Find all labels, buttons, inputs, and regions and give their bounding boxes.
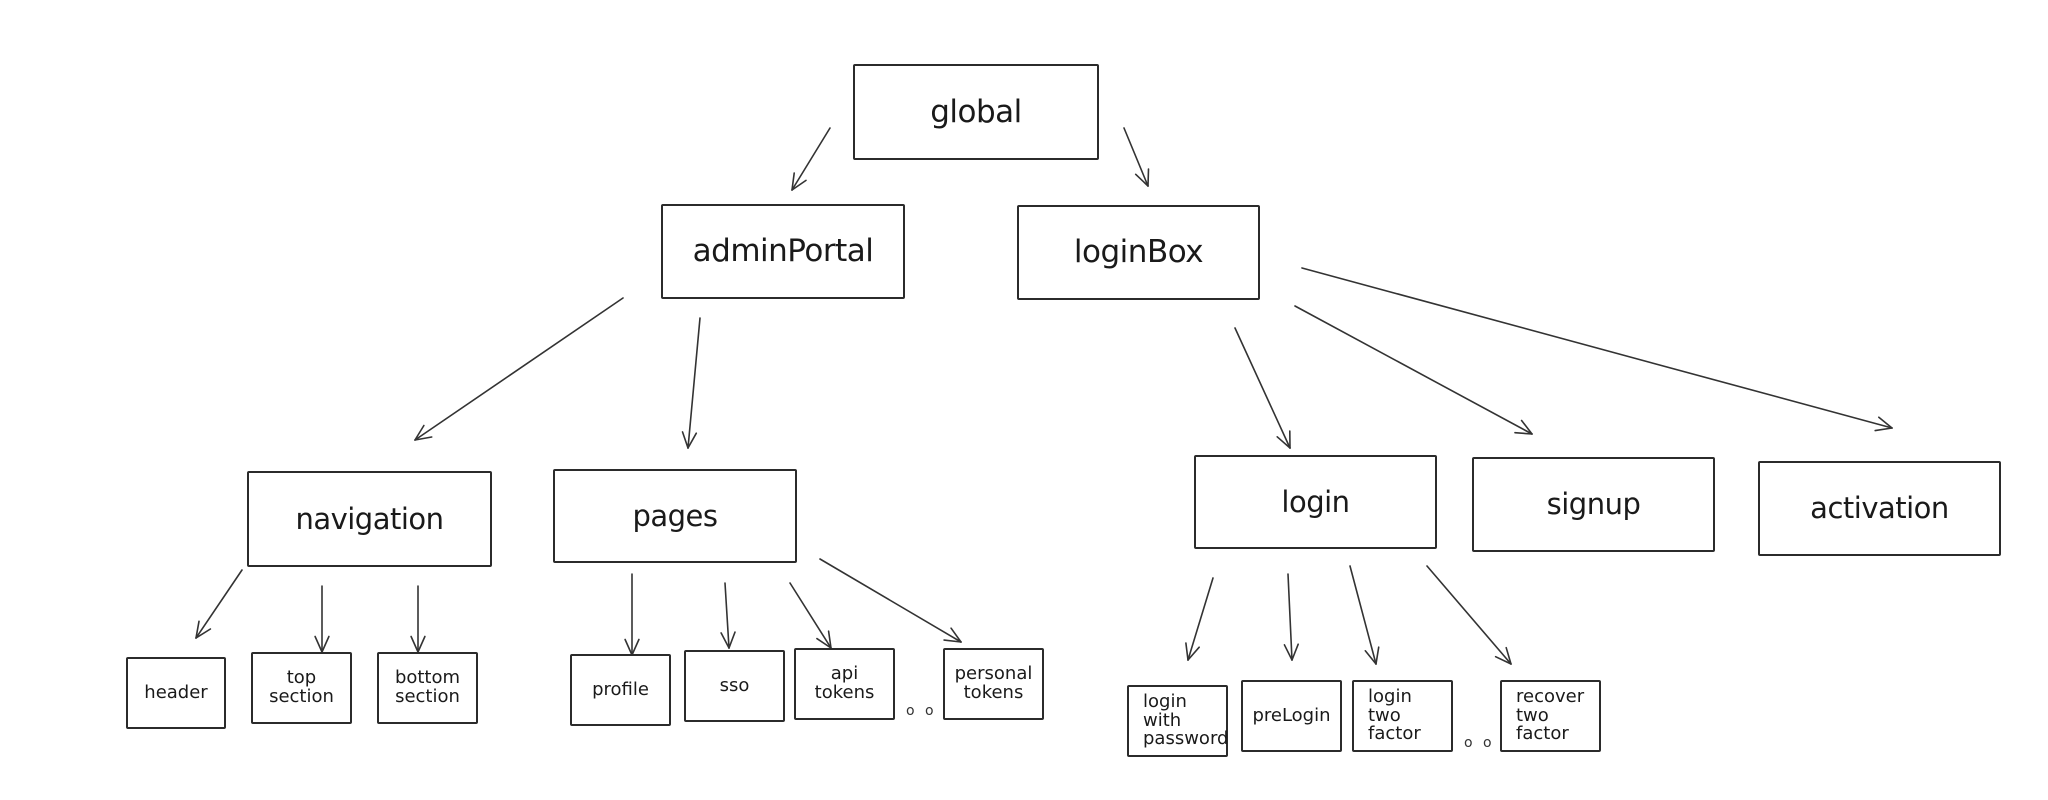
node-pages-label: pages	[632, 498, 718, 533]
node-topSection-label: top section	[269, 667, 334, 707]
node-global: global	[853, 64, 1099, 160]
node-signup: signup	[1472, 457, 1715, 552]
node-signup-label: signup	[1546, 487, 1641, 522]
node-activation: activation	[1758, 461, 2001, 556]
node-sso-label: sso	[719, 674, 750, 696]
node-loginTwoFactor-label: login two factor	[1368, 685, 1421, 745]
node-loginWithPassword: login with password	[1127, 685, 1228, 757]
arrow-login-to-preLogin	[1283, 573, 1299, 661]
arrow-adminPortal-to-pages	[681, 317, 701, 449]
node-loginBox: loginBox	[1017, 205, 1260, 300]
node-navigation-label: navigation	[295, 501, 444, 536]
arrow-login-to-recoverTwoFactor	[1426, 565, 1512, 665]
login-ellipsis: o o	[1464, 735, 1495, 751]
arrow-login-to-loginTwoFactor	[1349, 565, 1380, 665]
node-sso: sso	[684, 650, 785, 722]
node-personalTokens-label: personal tokens	[954, 663, 1033, 703]
node-recoverTwoFactor-label: recover two factor	[1516, 685, 1585, 745]
node-login-label: login	[1281, 484, 1350, 519]
arrow-loginBox-to-signup	[1294, 305, 1533, 435]
node-apiTokens: api tokens	[794, 648, 895, 720]
arrow-navigation-to-header	[195, 569, 243, 639]
node-activation-label: activation	[1810, 491, 1949, 526]
node-login: login	[1194, 455, 1437, 549]
arrow-adminPortal-to-navigation	[414, 297, 624, 441]
node-preLogin: preLogin	[1241, 680, 1342, 752]
arrow-navigation-to-bottomSection	[410, 585, 426, 653]
node-bottomSection: bottom section	[377, 652, 478, 724]
node-pages: pages	[553, 469, 797, 563]
node-loginBox-label: loginBox	[1073, 234, 1204, 271]
node-adminPortal: adminPortal	[661, 204, 905, 299]
node-navigation: navigation	[247, 471, 492, 567]
node-preLogin-label: preLogin	[1252, 704, 1331, 726]
arrow-pages-to-personalTokens	[819, 558, 962, 643]
arrow-pages-to-sso	[720, 582, 736, 649]
node-profile: profile	[570, 654, 671, 726]
node-personalTokens: personal tokens	[943, 648, 1044, 720]
node-header: header	[126, 657, 226, 729]
arrow-global-to-loginBox	[1123, 127, 1150, 187]
node-profile-label: profile	[592, 678, 649, 700]
node-header-label: header	[144, 681, 208, 703]
arrow-login-to-loginWithPassword	[1185, 577, 1214, 661]
arrow-pages-to-apiTokens	[789, 582, 832, 649]
node-apiTokens-label: api tokens	[814, 663, 875, 703]
node-loginTwoFactor: login two factor	[1352, 680, 1453, 752]
node-global-label: global	[930, 93, 1022, 130]
node-loginWithPassword-label: login with password	[1143, 690, 1229, 750]
arrow-loginBox-to-login	[1234, 327, 1291, 449]
arrow-navigation-to-topSection	[314, 585, 330, 653]
node-recoverTwoFactor: recover two factor	[1500, 680, 1601, 752]
node-topSection: top section	[251, 652, 352, 724]
node-bottomSection-label: bottom section	[394, 667, 461, 707]
arrow-pages-to-profile	[624, 573, 640, 656]
node-adminPortal-label: adminPortal	[692, 233, 874, 270]
arrow-global-to-adminPortal	[791, 127, 831, 191]
pages-ellipsis: o o	[906, 703, 937, 719]
arrow-loginBox-to-activation	[1301, 267, 1893, 432]
